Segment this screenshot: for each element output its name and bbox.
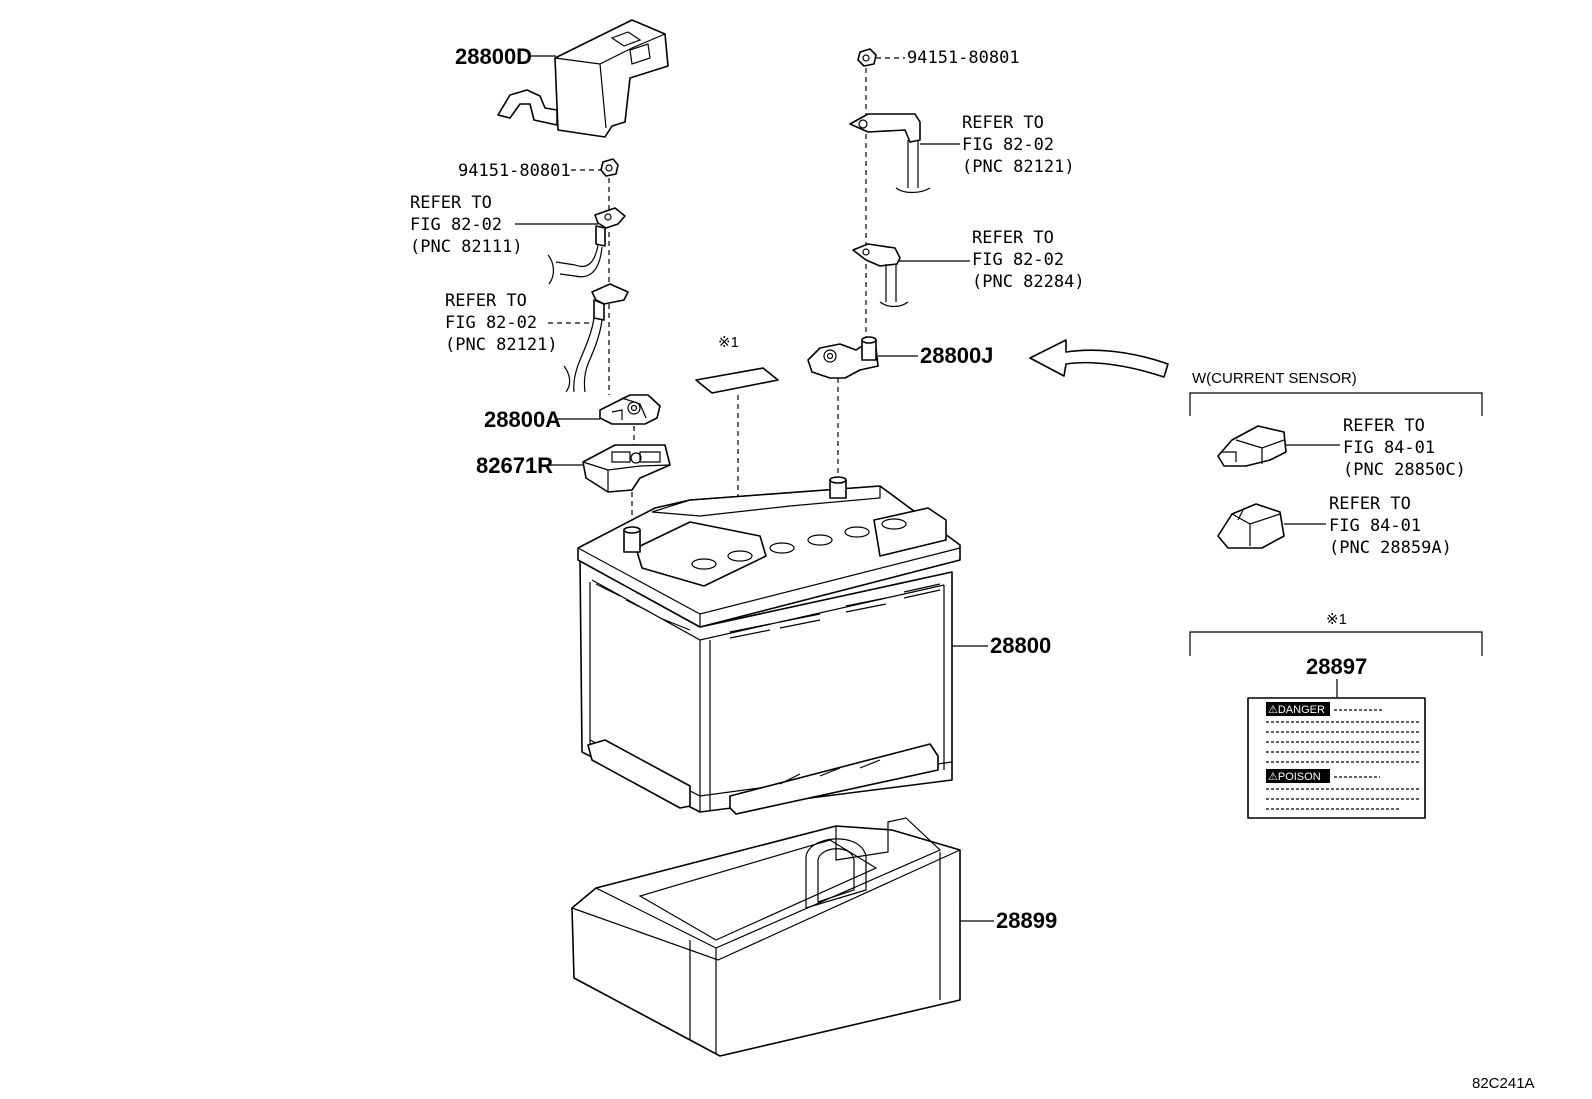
current-sensor-box: W(CURRENT SENSOR) REFER TO FIG 84-01 (PN… [1189,370,1483,558]
part-number-28899: 28899 [996,908,1057,933]
terminal-clamp-28800A[interactable] [599,394,661,425]
current-sensor-title: W(CURRENT SENSOR) [1192,370,1357,387]
label-sticker-note: ※1 [718,334,739,351]
battery-28800[interactable] [577,476,961,815]
warning-label-box: ※1 28897 ⚠DANGER ⚠POISON [1189,611,1483,819]
part-number-28800A: 28800A [484,407,561,432]
reference-arrow [1029,339,1169,378]
battery-tray-28899[interactable] [571,817,961,1057]
nut-right-label: 94151-80801 [907,48,1020,68]
part-number-82671R: 82671R [476,453,553,478]
ref-right-82284: REFER TO FIG 82-02 (PNC 82284) [972,228,1085,292]
label-sticker[interactable] [695,367,779,394]
part-number-28897: 28897 [1306,654,1367,679]
terminal-cover-28800D[interactable] [497,19,669,138]
right-cable-82121[interactable] [849,113,931,194]
ref-sensor-28859A: REFER TO FIG 84-01 (PNC 28859A) [1329,494,1452,558]
warning-label-box-title: ※1 [1326,611,1347,628]
right-cable-82284[interactable] [852,243,909,308]
poison-badge: ⚠POISON [1268,771,1321,783]
part-number-28800: 28800 [990,633,1051,658]
left-cable-82121[interactable] [563,283,629,393]
current-sensor-part-b[interactable] [1217,503,1285,549]
ref-right-82121: REFER TO FIG 82-02 (PNC 82121) [962,113,1075,177]
ref-left-82111: REFER TO FIG 82-02 (PNC 82111) [410,193,523,257]
left-cable-82111[interactable] [547,207,626,285]
warning-label-28897[interactable]: ⚠DANGER ⚠POISON [1247,697,1426,819]
nut-left[interactable] [600,158,619,177]
figure-code: 82C241A [1472,1075,1535,1092]
part-number-28800D: 28800D [455,44,532,69]
terminal-cover-82671R[interactable] [582,444,671,493]
ref-left-82121: REFER TO FIG 82-02 (PNC 82121) [445,291,558,355]
terminal-clamp-28800J[interactable] [807,336,879,379]
nut-right[interactable] [857,48,877,67]
ref-sensor-28850C: REFER TO FIG 84-01 (PNC 28850C) [1343,416,1466,480]
part-number-28800J: 28800J [920,343,993,368]
nut-left-label: 94151-80801 [458,161,571,181]
current-sensor-part-a[interactable] [1217,425,1287,467]
danger-badge: ⚠DANGER [1268,704,1325,716]
